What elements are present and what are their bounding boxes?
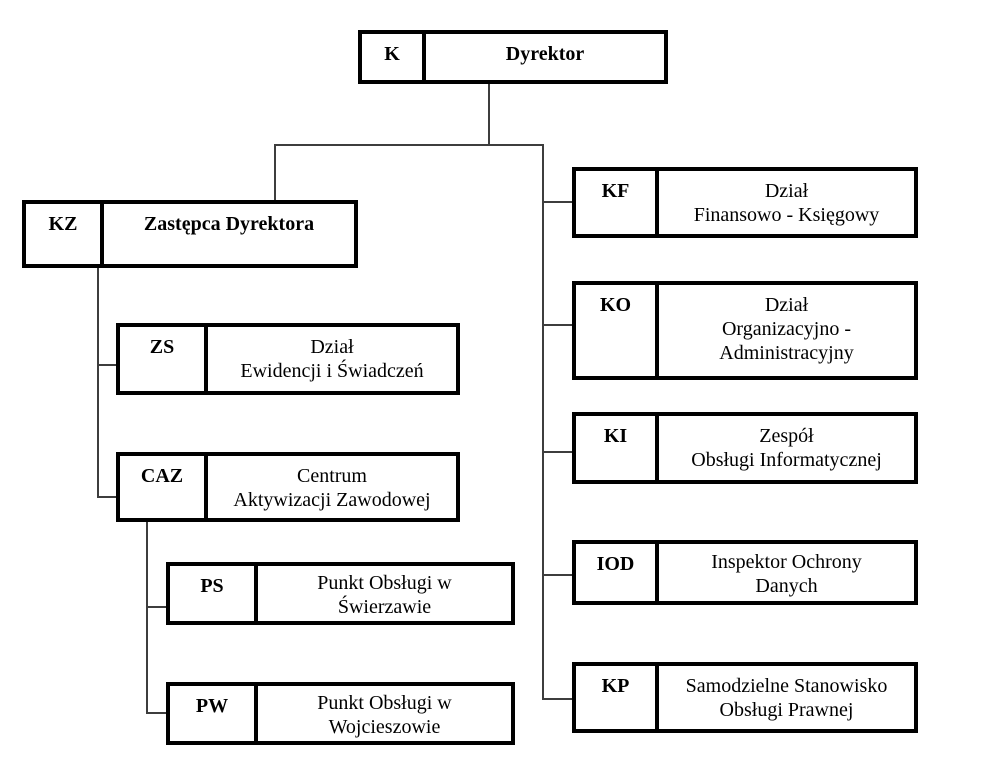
connector-kf-stub	[542, 201, 574, 203]
node-label: Punkt Obsługi w Wojcieszowie	[317, 692, 452, 738]
node-punkt-swierzawa: PS Punkt Obsługi w Świerzawie	[166, 562, 515, 625]
connector-caz-stub	[97, 496, 120, 498]
node-code: K	[362, 34, 426, 80]
connector-kz-drop	[274, 144, 276, 202]
node-code: KP	[576, 666, 659, 729]
node-code: KI	[576, 416, 659, 480]
node-label: Centrum Aktywizacji Zawodowej	[233, 465, 431, 511]
node-punkt-wojcieszow: PW Punkt Obsługi w Wojcieszowie	[166, 682, 515, 745]
node-dzial-organizacyjno-administracyjny: KO Dział Organizacyjno - Administracyjny	[572, 281, 918, 380]
node-label: Inspektor Ochrony Danych	[711, 551, 862, 597]
connector-pw-stub	[146, 712, 170, 714]
node-dzial-finansowo-ksiegowy: KF Dział Finansowo - Księgowy	[572, 167, 918, 238]
node-dzial-ewidencji: ZS Dział Ewidencji i Świadczeń	[116, 323, 460, 395]
node-label: Dział Finansowo - Księgowy	[693, 180, 880, 226]
node-code: KZ	[26, 204, 104, 264]
node-code: KO	[576, 285, 659, 376]
connector-kz-spine	[97, 268, 99, 498]
node-zespol-obslugi-informatycznej: KI Zespół Obsługi Informatycznej	[572, 412, 918, 484]
node-label: Zastępca Dyrektora	[143, 213, 315, 235]
node-code: KF	[576, 171, 659, 234]
node-zastepca-dyrektora: KZ Zastępca Dyrektora	[22, 200, 358, 268]
node-label: Punkt Obsługi w Świerzawie	[317, 572, 452, 618]
node-code: CAZ	[120, 456, 208, 518]
node-code: PS	[170, 566, 258, 621]
node-code: ZS	[120, 327, 208, 391]
node-code: IOD	[576, 544, 659, 601]
node-code: PW	[170, 686, 258, 741]
node-label: Samodzielne Stanowisko Obsługi Prawnej	[685, 675, 888, 721]
node-samodzielne-stanowisko-obslugi-prawnej: KP Samodzielne Stanowisko Obsługi Prawne…	[572, 662, 918, 733]
connector-caz-spine	[146, 522, 148, 714]
connector-k-drop	[488, 84, 490, 146]
node-inspektor-ochrony-danych: IOD Inspektor Ochrony Danych	[572, 540, 918, 605]
node-centrum-aktywizacji: CAZ Centrum Aktywizacji Zawodowej	[116, 452, 460, 522]
connector-kp-stub	[542, 698, 574, 700]
connector-iod-stub	[542, 574, 574, 576]
node-label: Dział Organizacyjno - Administracyjny	[719, 294, 854, 364]
connector-main-horizontal	[274, 144, 544, 146]
node-label: Zespół Obsługi Informatycznej	[691, 425, 882, 471]
connector-right-spine	[542, 144, 544, 700]
connector-ps-stub	[146, 606, 170, 608]
node-dyrektor: K Dyrektor	[358, 30, 668, 84]
node-label: Dział Ewidencji i Świadczeń	[240, 336, 424, 382]
node-label: Dyrektor	[505, 43, 585, 65]
connector-ko-stub	[542, 324, 574, 326]
connector-ki-stub	[542, 451, 574, 453]
connector-zs-stub	[97, 364, 120, 366]
